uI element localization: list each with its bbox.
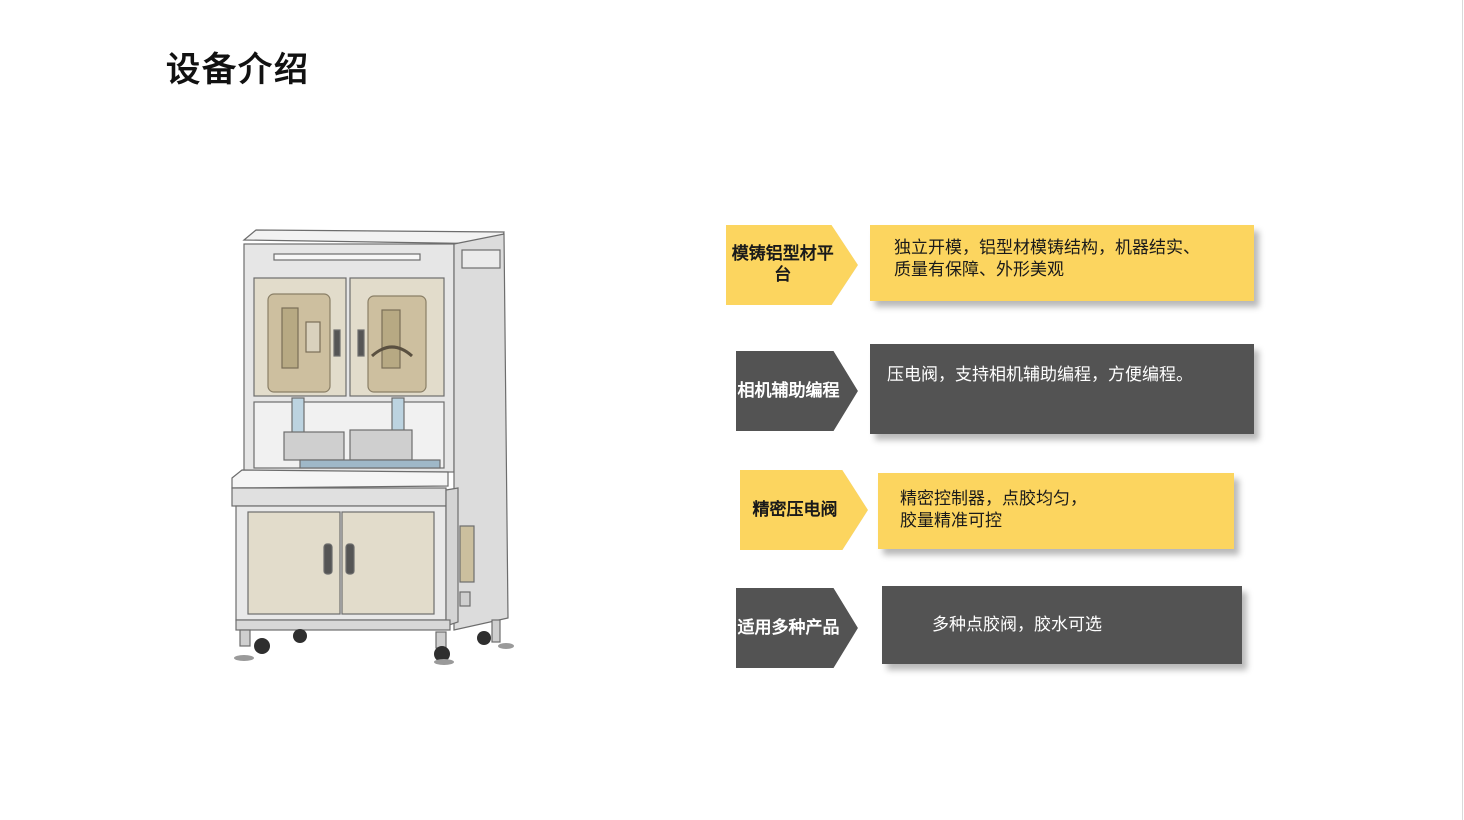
feature-description: 压电阀，支持相机辅助编程，方便编程。 <box>887 365 1193 385</box>
feature-tag-1: 模铸铝型材平台 <box>726 225 858 305</box>
feature-description-box-3: 精密控制器，点胶均匀， 胶量精准可控 <box>878 473 1234 549</box>
feature-tag-4: 适用多种产品 <box>736 588 858 668</box>
feature-description: 多种点胶阀，胶水可选 <box>932 615 1102 635</box>
page-title: 设备介绍 <box>166 50 310 90</box>
feature-tag-label: 精密压电阀 <box>752 499 838 520</box>
feature-tag-label: 适用多种产品 <box>737 617 840 638</box>
dispensing-machine-image <box>231 229 514 665</box>
page-edge-rule <box>1462 0 1463 820</box>
feature-description: 精密控制器，点胶均匀， 胶量精准可控 <box>900 489 1087 531</box>
feature-tag-label: 相机辅助编程 <box>737 380 840 401</box>
feature-tag-label: 模铸铝型材平台 <box>731 244 834 285</box>
feature-description-box-2: 压电阀，支持相机辅助编程，方便编程。 <box>870 344 1254 434</box>
feature-tag-2: 相机辅助编程 <box>736 351 858 431</box>
feature-description-box-4: 多种点胶阀，胶水可选 <box>882 586 1242 664</box>
feature-description-box-1: 独立开模，铝型材模铸结构，机器结实、 质量有保障、外形美观 <box>870 225 1254 301</box>
feature-tag-3: 精密压电阀 <box>740 470 868 550</box>
feature-description: 独立开模，铝型材模铸结构，机器结实、 质量有保障、外形美观 <box>894 238 1200 280</box>
